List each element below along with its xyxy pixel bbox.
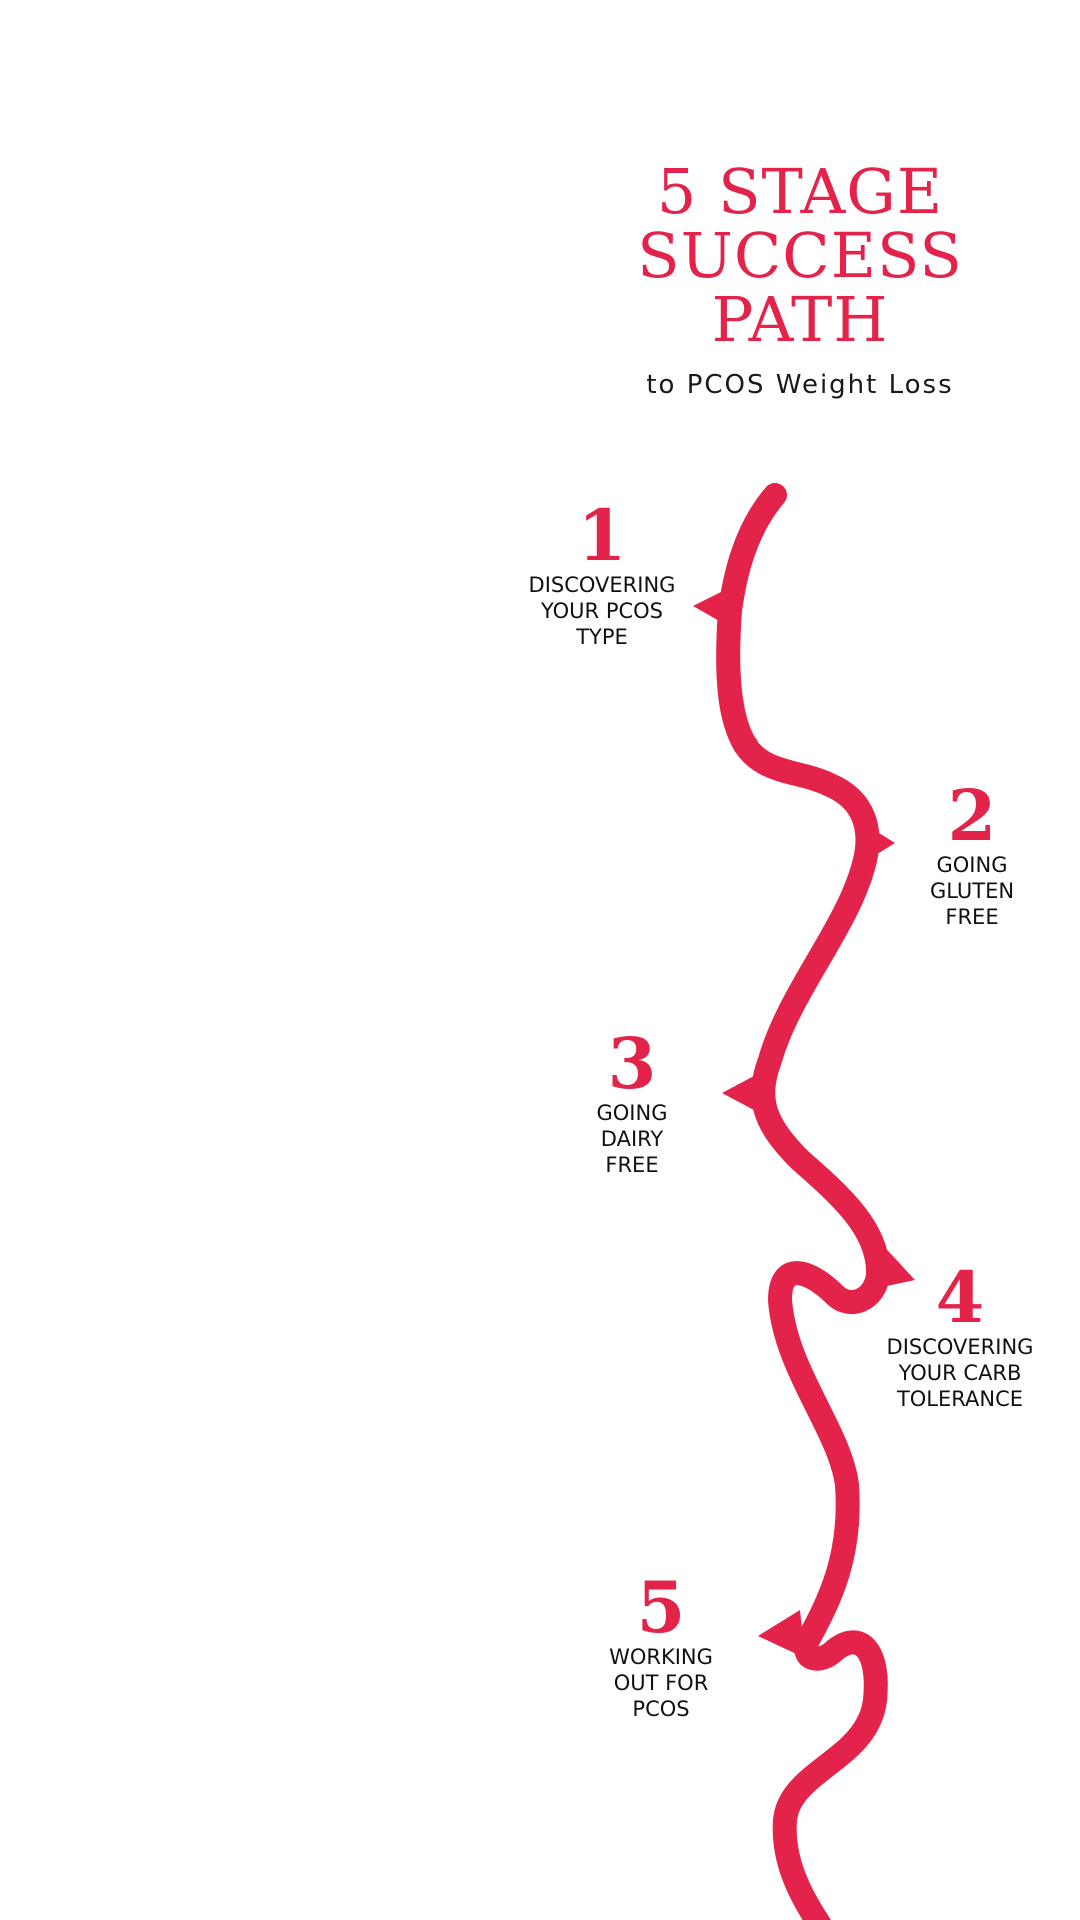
stage-number: 3 <box>607 1022 657 1105</box>
stage-label: DISCOVERING YOUR PCOS TYPE <box>528 573 676 649</box>
stage-5-arrow-icon <box>758 1610 805 1658</box>
stage-5: 5 WORKING OUT FOR PCOS <box>551 1572 771 1722</box>
stage-3: 3 GOING DAIRY FREE <box>522 1028 742 1178</box>
stage-label: GOING DAIRY FREE <box>596 1101 668 1177</box>
winding-path <box>716 483 891 1920</box>
title-line-2: SUCCESS <box>637 219 963 292</box>
stage-label: WORKING OUT FOR PCOS <box>609 1645 713 1721</box>
subtitle: to PCOS Weight Loss <box>646 370 954 400</box>
title-line-1: 5 STAGE <box>656 155 944 228</box>
title-line-3: PATH <box>711 283 889 356</box>
stage-3-arrow-icon <box>722 1070 765 1116</box>
stage-number: 5 <box>636 1566 686 1649</box>
stage-number: 4 <box>935 1256 985 1339</box>
stage-label: GOING GLUTEN FREE <box>929 853 1015 929</box>
stage-label: DISCOVERING YOUR CARB TOLERANCE <box>886 1335 1034 1411</box>
brush-strand <box>734 489 783 745</box>
stage-number: 1 <box>577 494 627 577</box>
stage-2-arrow-icon <box>858 820 895 866</box>
title-block: 5 STAGE SUCCESS PATH to PCOS Weight Loss <box>600 155 1000 401</box>
stage-number: 2 <box>947 774 997 857</box>
stage-4: 4 DISCOVERING YOUR CARB TOLERANCE <box>850 1262 1070 1412</box>
stage-4-arrow-icon <box>868 1240 915 1290</box>
stage-2: 2 GOING GLUTEN FREE <box>862 780 1080 930</box>
stage-1: 1 DISCOVERING YOUR PCOS TYPE <box>492 500 712 650</box>
stage-1-arrow-icon <box>693 585 735 630</box>
